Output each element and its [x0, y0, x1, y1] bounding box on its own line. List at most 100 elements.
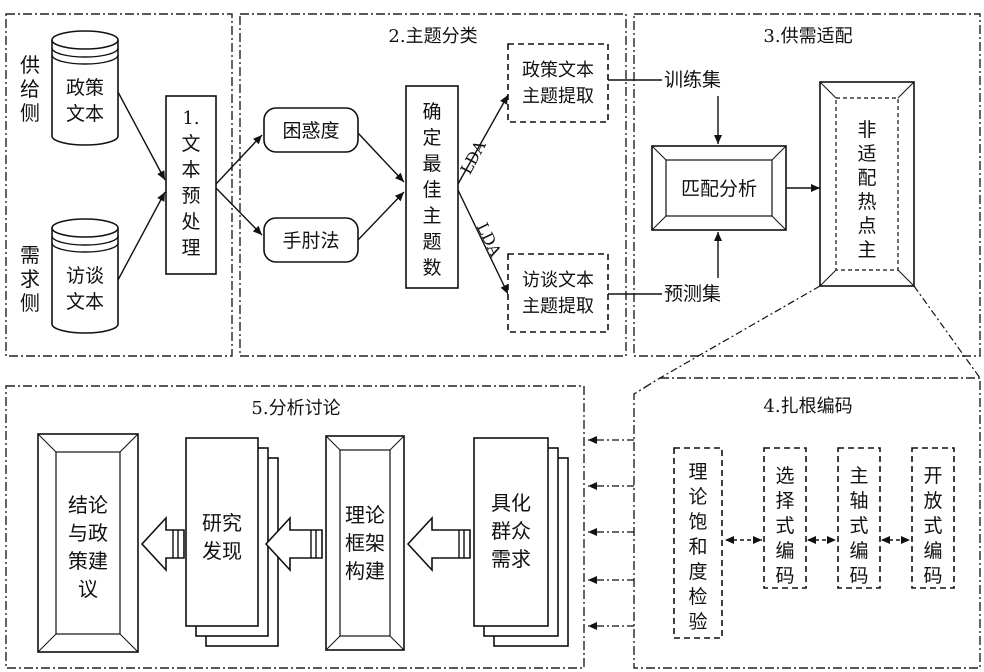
svg-text:验: 验 [688, 611, 707, 633]
svg-text:码: 码 [849, 565, 868, 587]
svg-text:群众: 群众 [491, 519, 531, 543]
svg-text:主: 主 [857, 239, 876, 261]
policy-topic-extraction-box: 政策文本 主题提取 [507, 43, 609, 123]
svg-text:理: 理 [181, 237, 200, 259]
svg-text:适: 适 [857, 143, 876, 165]
svg-text:题: 题 [422, 231, 441, 253]
perplexity-box: 困惑度 [263, 107, 359, 153]
svg-text:数: 数 [422, 257, 441, 279]
svg-text:编: 编 [923, 540, 942, 562]
svg-text:理论: 理论 [345, 503, 385, 527]
svg-text:度: 度 [688, 561, 707, 583]
demand-side-label: 需 求 侧 [20, 243, 40, 315]
svg-text:主: 主 [422, 205, 441, 227]
svg-text:主: 主 [849, 465, 868, 487]
panel-3-title: 3.供需适配 [763, 26, 852, 47]
panel-1-preprocess [5, 13, 233, 357]
svg-text:配: 配 [857, 167, 876, 189]
svg-text:政策文本: 政策文本 [522, 60, 594, 81]
svg-text:构建: 构建 [345, 559, 385, 583]
svg-text:1.: 1. [182, 108, 199, 129]
hollow-arrow-framework-to-findings [264, 515, 323, 573]
hollow-arrow-findings-to-conclusion [140, 515, 185, 573]
panel-5-title: 5.分析讨论 [251, 398, 340, 419]
svg-text:预: 预 [181, 185, 200, 207]
conclusion-policy-box: 结论 与政 策建 议 [37, 433, 139, 653]
svg-text:处: 处 [181, 211, 200, 233]
panel-4-title: 4.扎根编码 [763, 396, 852, 417]
svg-text:框架: 框架 [345, 531, 385, 555]
svg-text:议: 议 [78, 577, 98, 601]
svg-text:发现: 发现 [202, 539, 242, 563]
svg-text:式: 式 [849, 515, 868, 537]
zoom-line-left [659, 285, 821, 379]
arrow-lda-to-policy-topics [457, 94, 509, 185]
arrow-to-elbow [215, 187, 263, 236]
svg-text:主题提取: 主题提取 [522, 86, 594, 107]
svg-text:式: 式 [775, 515, 794, 537]
concrete-public-demands-box: 具化 群众 需求 [473, 437, 569, 647]
svg-text:点: 点 [857, 215, 876, 237]
svg-text:定: 定 [422, 127, 441, 149]
prediction-set-label: 预测集 [664, 283, 721, 305]
svg-text:码: 码 [775, 565, 794, 587]
svg-text:政策: 政策 [66, 77, 104, 99]
svg-text:给: 给 [20, 77, 40, 101]
elbow-method-box: 手肘法 [263, 217, 359, 263]
lda-label-bottom: LDA [473, 220, 506, 260]
match-analysis-box: 匹配分析 [651, 145, 787, 231]
svg-text:热: 热 [857, 191, 876, 213]
svg-text:困惑度: 困惑度 [282, 120, 339, 142]
svg-text:码: 码 [923, 565, 942, 587]
svg-text:手肘法: 手肘法 [282, 230, 339, 252]
svg-text:研究: 研究 [202, 511, 242, 535]
svg-text:和: 和 [688, 536, 707, 558]
svg-text:侧: 侧 [20, 291, 40, 315]
panel-3-supply-demand-matching [633, 13, 981, 357]
training-set-label: 训练集 [664, 69, 721, 91]
svg-text:匹配分析: 匹配分析 [681, 178, 757, 200]
arrow-interview-to-preprocess [117, 191, 166, 281]
panel-5-analysis-discussion [5, 385, 585, 669]
svg-text:需: 需 [20, 243, 40, 267]
svg-text:编: 编 [775, 540, 794, 562]
svg-text:求: 求 [20, 267, 40, 291]
svg-text:检: 检 [688, 586, 707, 608]
interview-topic-extraction-box: 访谈文本 主题提取 [507, 253, 609, 333]
interview-text-database: 访谈 文本 [51, 218, 119, 334]
svg-text:理: 理 [688, 461, 707, 483]
text-preprocessing-box: 1. 文 本 预 处 理 [165, 95, 217, 275]
arrow-policy-to-preprocess [117, 91, 166, 181]
zoom-line-right [913, 285, 981, 379]
svg-text:论: 论 [688, 486, 707, 508]
svg-text:开: 开 [923, 465, 942, 487]
svg-text:式: 式 [923, 515, 942, 537]
svg-text:供: 供 [20, 53, 40, 77]
svg-text:本: 本 [181, 159, 200, 181]
arrow-to-perplexity [215, 134, 263, 185]
open-coding-box: 开 放 式 编 码 [911, 447, 955, 589]
theory-saturation-test-box: 理 论 饱 和 度 检 验 [673, 447, 723, 639]
lda-label-top: LDA [457, 137, 490, 177]
panel-2-title: 2.主题分类 [388, 26, 477, 47]
arrow-perplexity-to-optimal [357, 132, 405, 183]
axial-coding-box: 主 轴 式 编 码 [837, 447, 881, 589]
svg-text:确: 确 [422, 101, 441, 123]
svg-text:编: 编 [849, 540, 868, 562]
hollow-arrow-demands-to-framework [406, 515, 471, 573]
panel-4-grounded-coding [633, 377, 981, 669]
svg-text:佳: 佳 [422, 179, 441, 201]
svg-text:访谈: 访谈 [66, 265, 104, 287]
supply-side-label: 供 给 侧 [20, 53, 40, 125]
svg-text:访谈文本: 访谈文本 [522, 270, 594, 291]
svg-text:需求: 需求 [491, 547, 531, 571]
svg-text:饱: 饱 [688, 511, 707, 533]
svg-text:主题提取: 主题提取 [522, 296, 594, 317]
svg-text:文本: 文本 [66, 103, 104, 125]
arrow-lda-to-interview-topics [457, 189, 509, 295]
coding-to-analysis-arrows [588, 436, 634, 630]
svg-text:文: 文 [181, 133, 200, 155]
svg-text:侧: 侧 [20, 101, 40, 125]
arrow-elbow-to-optimal [357, 191, 405, 241]
